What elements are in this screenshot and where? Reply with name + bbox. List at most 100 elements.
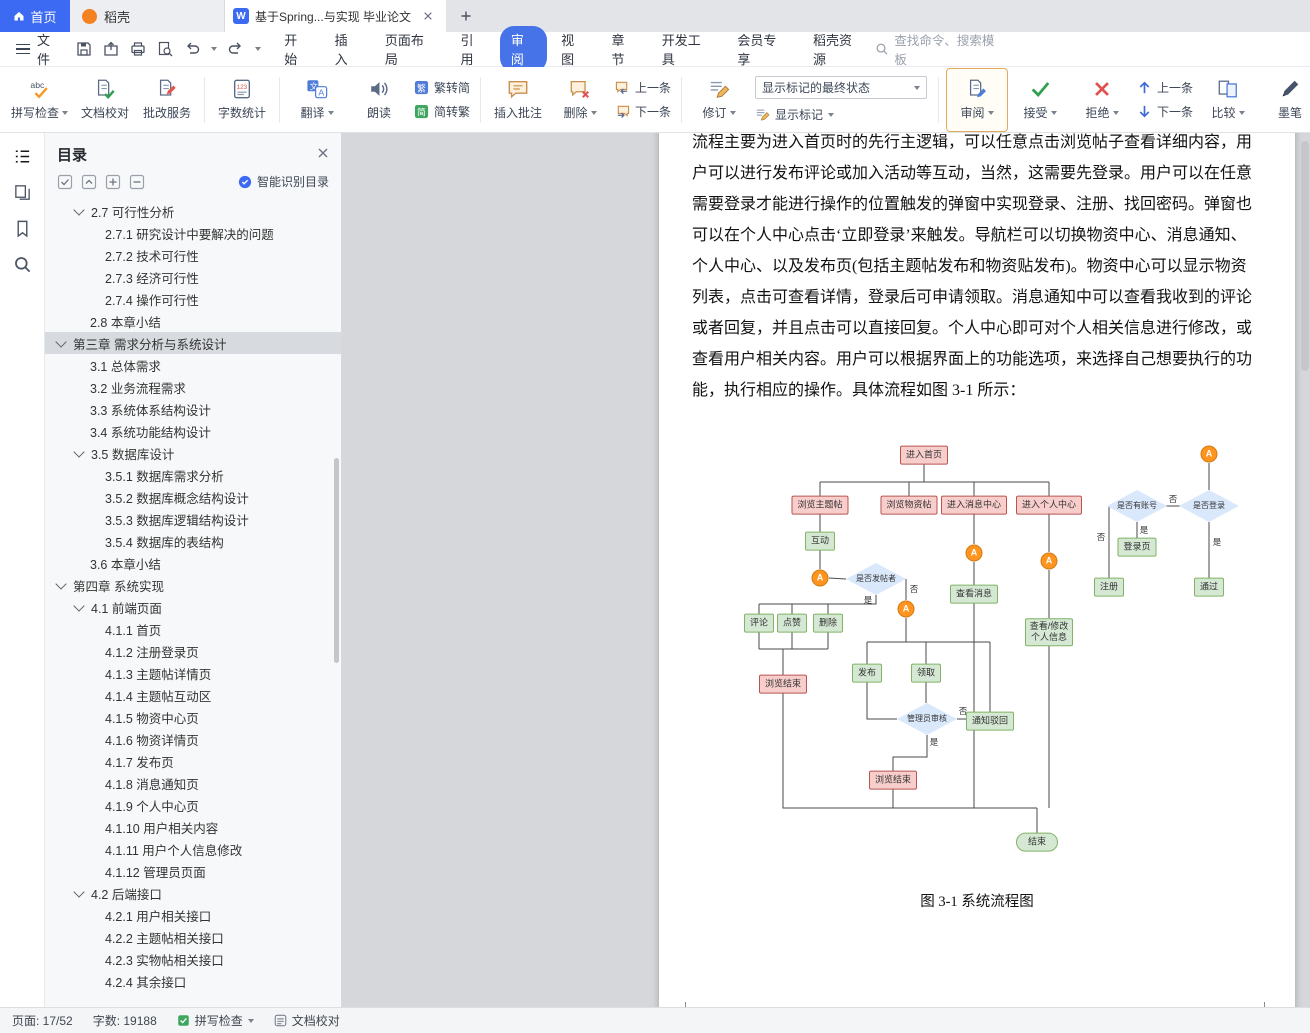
show-markup-button[interactable]: 显示标记 <box>755 106 927 123</box>
next-comment-button[interactable]: 下一条 <box>615 103 671 120</box>
file-menu-button[interactable]: 文件 <box>10 26 68 72</box>
menu-tab[interactable]: 引用 <box>460 33 474 67</box>
toc-item[interactable]: 3.1 总体需求 <box>45 354 341 376</box>
toc-item[interactable]: 第三章 需求分析与系统设计 <box>45 332 341 354</box>
chevron-down-icon[interactable] <box>73 203 85 216</box>
save-icon[interactable] <box>76 41 92 57</box>
thumbnail-panel-icon[interactable] <box>13 183 32 202</box>
toc-item[interactable]: 3.3 系统体系结构设计 <box>45 398 341 420</box>
new-tab-button[interactable] <box>456 6 476 26</box>
redo-dropdown-icon[interactable] <box>255 47 262 51</box>
menu-tab[interactable]: 插入 <box>334 33 348 67</box>
read-aloud-button[interactable]: 朗读 <box>349 69 409 131</box>
chevron-down-icon[interactable] <box>55 577 67 590</box>
toc-item[interactable]: 3.5.1 数据库需求分析 <box>45 464 341 486</box>
toc-item[interactable]: 4.1.9 个人中心页 <box>45 794 341 816</box>
toc-item[interactable]: 2.8 本章小结 <box>45 310 341 332</box>
toc-item[interactable]: 4.2 后端接口 <box>45 882 341 904</box>
toc-item[interactable]: 2.7.1 研究设计中要解决的问题 <box>45 222 341 244</box>
translate-button[interactable]: 翻译 <box>287 69 347 131</box>
toc-item[interactable]: 第四章 系统实现 <box>45 574 341 596</box>
outline-panel-icon[interactable] <box>13 147 32 166</box>
command-search[interactable]: 查找命令、搜索模板 <box>875 30 1005 68</box>
ink-pen-button[interactable]: 墨笔 <box>1260 69 1310 131</box>
toc-item[interactable]: 4.1.3 主题帖详情页 <box>45 662 341 684</box>
toc-item[interactable]: 2.7.2 技术可行性 <box>45 244 341 266</box>
toc-item[interactable]: 4.1 前端页面 <box>45 596 341 618</box>
toc-item[interactable]: 2.7.4 操作可行性 <box>45 288 341 310</box>
document-area[interactable]: 流程主要为进入首页时的先行主逻辑，可以任意点击浏览帖子查看详细内容，用户可以进行… <box>342 133 1310 1007</box>
toc-item[interactable]: 4.1.8 消息通知页 <box>45 772 341 794</box>
toc-scrollbar[interactable] <box>334 458 339 663</box>
toc-item[interactable]: 4.2.4 其余接口 <box>45 970 341 992</box>
toc-item[interactable]: 4.1.12 管理员页面 <box>45 860 341 882</box>
smart-toc-button[interactable]: 智能识别目录 <box>238 173 329 190</box>
next-change-button[interactable]: 下一条 <box>1137 103 1193 120</box>
toc-item[interactable]: 4.1.10 用户相关内容 <box>45 816 341 838</box>
trad-to-simp-button[interactable]: 繁转简 <box>414 79 470 96</box>
print-icon[interactable] <box>130 41 146 57</box>
toc-item[interactable]: 4.2.1 用户相关接口 <box>45 904 341 926</box>
toc-item[interactable]: 3.5 数据库设计 <box>45 442 341 464</box>
menu-tab[interactable]: 开发工具 <box>661 33 701 67</box>
toc-item[interactable]: 2.7.3 经济可行性 <box>45 266 341 288</box>
chevron-down-icon[interactable] <box>55 335 67 348</box>
export-icon[interactable] <box>103 41 119 57</box>
menu-tab[interactable]: 稻壳资源 <box>812 33 852 67</box>
search-panel-icon[interactable] <box>13 255 32 274</box>
collapse-level-icon[interactable] <box>129 174 145 190</box>
toc-item[interactable]: 4.2.3 实物帖相关接口 <box>45 948 341 970</box>
menu-tab[interactable]: 章节 <box>611 33 625 67</box>
accept-change-button[interactable]: 接受 <box>1010 69 1070 131</box>
prev-change-button[interactable]: 上一条 <box>1137 79 1193 96</box>
correction-service-button[interactable]: 批改服务 <box>137 69 197 131</box>
toc-item[interactable]: 3.5.2 数据库概念结构设计 <box>45 486 341 508</box>
doc-proof-button[interactable]: 文档校对 <box>75 69 135 131</box>
toc-item[interactable]: 4.2.2 主题帖相关接口 <box>45 926 341 948</box>
toc-item[interactable]: 3.4 系统功能结构设计 <box>45 420 341 442</box>
menu-tab[interactable]: 页面布局 <box>384 33 424 67</box>
document-scrollbar[interactable] <box>1301 141 1309 371</box>
simp-to-trad-button[interactable]: 简转繁 <box>414 103 470 120</box>
menu-tab[interactable]: 审阅 <box>499 26 548 72</box>
chevron-down-icon[interactable] <box>73 445 85 458</box>
redo-icon[interactable] <box>228 41 244 57</box>
home-tab[interactable]: 首页 <box>0 0 70 32</box>
track-changes-button[interactable]: 修订 <box>689 69 749 131</box>
toc-item[interactable]: 3.6 本章小结 <box>45 552 341 574</box>
toc-item[interactable]: 4.1.11 用户个人信息修改 <box>45 838 341 860</box>
undo-icon[interactable] <box>184 41 200 57</box>
menu-tab[interactable]: 会员专享 <box>737 33 777 67</box>
close-panel-icon[interactable] <box>317 146 329 164</box>
toc-item[interactable]: 2.7 可行性分析 <box>45 200 341 222</box>
toc-item[interactable]: 4.1.6 物资详情页 <box>45 728 341 750</box>
expand-level-icon[interactable] <box>105 174 121 190</box>
delete-comment-button[interactable]: 删除 <box>550 69 610 131</box>
toc-item[interactable]: 3.5.3 数据库逻辑结构设计 <box>45 508 341 530</box>
status-spell-check[interactable]: 拼写检查 <box>177 1012 254 1029</box>
toc-item[interactable]: 4.1.5 物资中心页 <box>45 706 341 728</box>
compare-button[interactable]: 比较 <box>1198 69 1258 131</box>
insert-comment-button[interactable]: 插入批注 <box>488 69 548 131</box>
toc-item[interactable]: 4.1.2 注册登录页 <box>45 640 341 662</box>
toc-item[interactable]: 4.1.4 主题帖互动区 <box>45 684 341 706</box>
prev-comment-button[interactable]: 上一条 <box>615 79 671 96</box>
docer-tab[interactable]: 稻壳 <box>70 0 225 32</box>
menu-tab[interactable]: 开始 <box>284 33 298 67</box>
select-headings-icon[interactable] <box>57 174 73 190</box>
markup-state-select[interactable]: 显示标记的最终状态 <box>755 76 928 99</box>
menu-tab[interactable]: 视图 <box>561 33 575 67</box>
reject-change-button[interactable]: 拒绝 <box>1072 69 1132 131</box>
close-tab-icon[interactable] <box>418 6 438 26</box>
toc-item[interactable]: 3.5.4 数据库的表结构 <box>45 530 341 552</box>
collapse-all-icon[interactable] <box>81 174 97 190</box>
chevron-down-icon[interactable] <box>73 599 85 612</box>
bookmark-icon[interactable] <box>13 219 32 238</box>
spell-check-button[interactable]: 拼写检查 <box>6 69 73 131</box>
status-doc-proof[interactable]: 文档校对 <box>274 1012 340 1029</box>
toc-item[interactable]: 4.1.7 发布页 <box>45 750 341 772</box>
print-preview-icon[interactable] <box>157 41 173 57</box>
undo-dropdown-icon[interactable] <box>211 47 218 51</box>
chevron-down-icon[interactable] <box>73 885 85 898</box>
